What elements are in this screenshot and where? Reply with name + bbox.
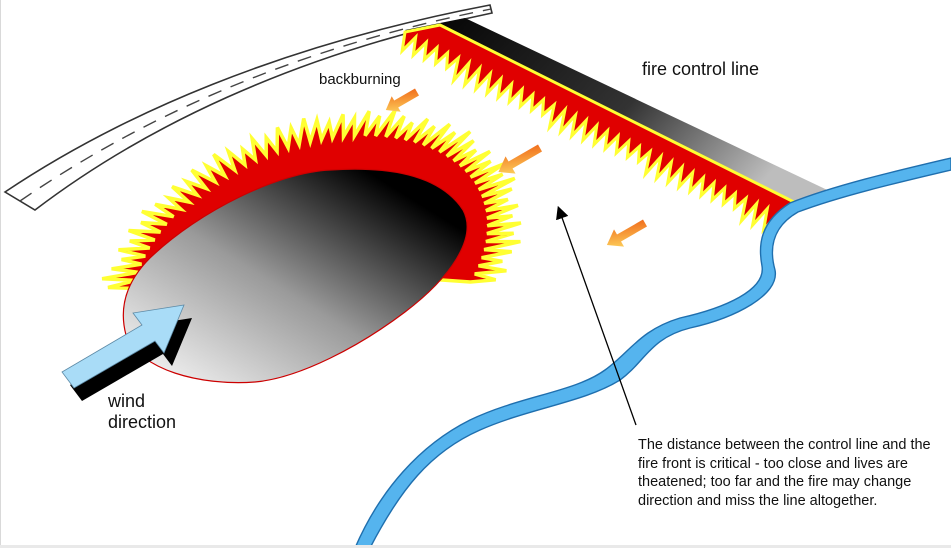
fire-control-line-label: fire control line [642,59,760,79]
burned-area [101,109,522,384]
backburn-arrow-3 [606,219,647,247]
wind-label-line1: wind [108,391,146,411]
wind-direction-arrow [61,304,192,401]
wind-direction-label: wind direction [108,391,176,433]
control-line-flames [400,23,804,235]
backburn-arrow-2 [498,144,542,174]
explanation-note: The distance between the control line an… [638,437,931,509]
river [354,157,951,548]
pointer-line [556,205,637,426]
wind-label-line2: direction [108,412,177,432]
backburn-arrows [385,88,647,247]
road [3,4,493,211]
left-border [0,0,1,548]
backburning-label: backburning [319,71,401,88]
bottom-border [0,545,951,548]
backburn-arrow-1 [385,88,419,112]
fire-control-line-strip [400,18,840,235]
